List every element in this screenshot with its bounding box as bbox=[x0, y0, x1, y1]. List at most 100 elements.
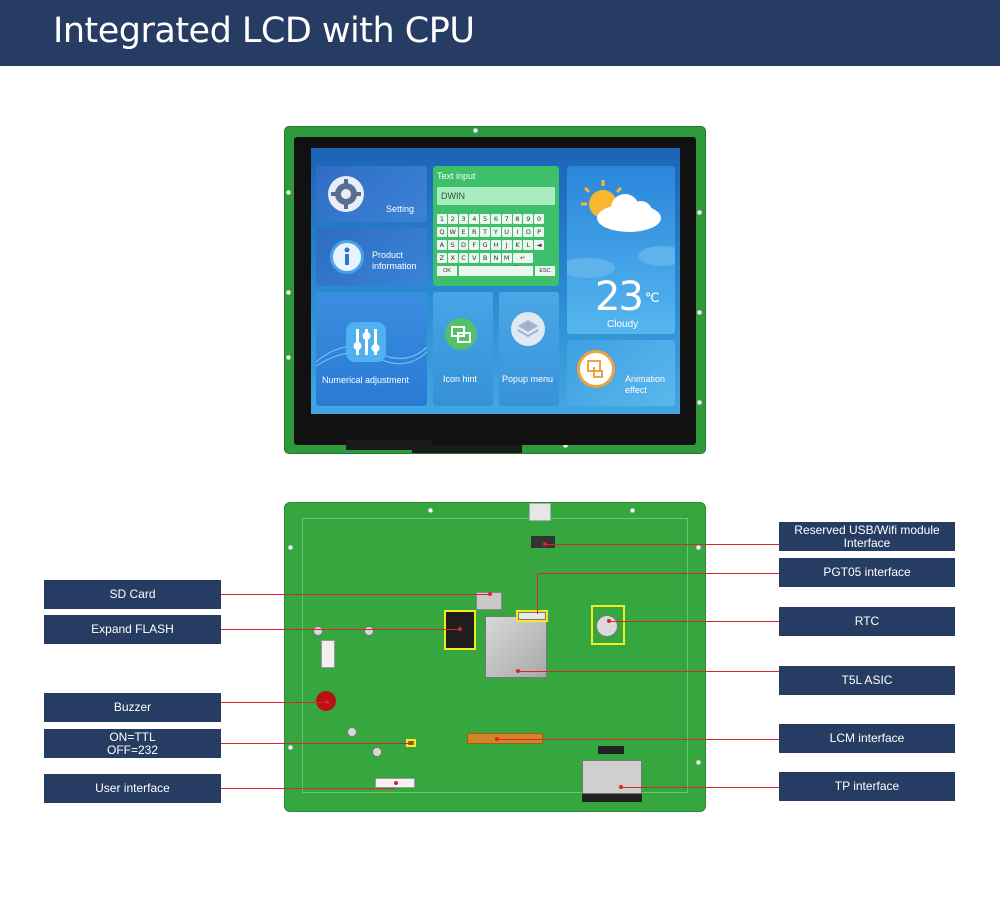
text-input-field: DWIN bbox=[437, 187, 555, 205]
slider-icon bbox=[346, 322, 386, 362]
key-ok: OK bbox=[437, 266, 457, 276]
callout-t5l-asic: T5L ASIC bbox=[779, 666, 955, 695]
callout-reserved-usb-wifi: Reserved USB/Wifi module Interface bbox=[779, 522, 955, 551]
leader-dot bbox=[619, 785, 623, 789]
header-bar: Integrated LCD with CPU bbox=[0, 0, 1000, 66]
sun-cloud-icon bbox=[581, 180, 661, 232]
pcb-hole bbox=[428, 508, 433, 513]
pcb-hole bbox=[288, 745, 293, 750]
tile-setting-label: Setting bbox=[386, 204, 415, 214]
antenna-pad bbox=[529, 503, 551, 521]
pcb-outline bbox=[302, 518, 688, 793]
key-space bbox=[459, 266, 533, 276]
rtc-battery bbox=[596, 615, 618, 637]
leader-line bbox=[221, 702, 327, 703]
lcd-flex-tab bbox=[346, 440, 432, 450]
tile-animation-effect: Animation effect bbox=[567, 340, 675, 406]
tp-connector-latch bbox=[582, 794, 642, 802]
leader-dot bbox=[495, 737, 499, 741]
flash-highlight bbox=[444, 610, 476, 650]
gear-icon bbox=[328, 176, 364, 212]
tile-icon-hint: Icon hint bbox=[433, 292, 493, 406]
callout-rtc: RTC bbox=[779, 607, 955, 636]
weather-condition: Cloudy bbox=[607, 319, 639, 330]
capacitor bbox=[364, 626, 374, 636]
leader-dot bbox=[325, 700, 329, 704]
pcb-hole bbox=[288, 545, 293, 550]
page-title: Integrated LCD with CPU bbox=[53, 11, 475, 51]
leader-line bbox=[621, 787, 779, 788]
callout-on-off: ON=TTL OFF=232 bbox=[44, 729, 221, 758]
tile-animation-label: Animation effect bbox=[625, 374, 666, 395]
mount-hole bbox=[473, 128, 478, 133]
keyboard-bottom-row: OK ESC bbox=[437, 266, 555, 276]
mount-hole bbox=[697, 310, 702, 315]
leader-line bbox=[497, 739, 779, 740]
leader-line bbox=[221, 788, 396, 789]
leader-line bbox=[537, 573, 779, 574]
callout-lcm-interface: LCM interface bbox=[779, 724, 955, 753]
lcm-connector bbox=[467, 733, 543, 744]
mount-hole bbox=[286, 290, 291, 295]
tile-product-information: Product information bbox=[316, 228, 427, 286]
temperature-unit: ℃ bbox=[645, 290, 660, 305]
pcb-hole bbox=[630, 508, 635, 513]
callout-user-interface: User interface bbox=[44, 774, 221, 803]
callout-tp-interface: TP interface bbox=[779, 772, 955, 801]
window-icon bbox=[445, 318, 477, 350]
leader-dot bbox=[607, 619, 611, 623]
connector-white bbox=[321, 640, 335, 668]
rtc-highlight bbox=[591, 605, 625, 645]
capacitor bbox=[347, 727, 357, 737]
lcd-flex-tab bbox=[412, 445, 522, 453]
mount-hole bbox=[697, 400, 702, 405]
lcd-screen: Setting Product information Numerical ad… bbox=[311, 148, 680, 414]
mount-hole bbox=[286, 190, 291, 195]
temperature-value: 23 bbox=[595, 274, 644, 320]
leader-dot bbox=[458, 627, 462, 631]
leader-dot bbox=[488, 592, 492, 596]
pgt05-header bbox=[518, 612, 546, 620]
tile-popup-menu: Popup menu bbox=[499, 292, 559, 406]
leader-line bbox=[221, 743, 411, 744]
leader-line bbox=[609, 621, 779, 622]
tile-popup-menu-label: Popup menu bbox=[502, 374, 554, 384]
mount-hole bbox=[286, 355, 291, 360]
layers-icon bbox=[511, 312, 545, 346]
info-icon bbox=[330, 240, 364, 274]
tile-product-label: Product information bbox=[372, 250, 417, 271]
callout-sd-card: SD Card bbox=[44, 580, 221, 609]
leader-line bbox=[545, 544, 779, 545]
tile-numerical-label: Numerical adjustment bbox=[322, 375, 410, 385]
leader-dot bbox=[409, 741, 413, 745]
leader-dot bbox=[394, 781, 398, 785]
callout-expand-flash: Expand FLASH bbox=[44, 615, 221, 644]
mount-hole bbox=[697, 210, 702, 215]
tile-text-input-title: Text input bbox=[437, 171, 476, 181]
hand-icon bbox=[577, 350, 615, 388]
capacitor bbox=[313, 626, 323, 636]
leader-line bbox=[221, 629, 460, 630]
leader-line bbox=[537, 573, 538, 614]
leader-line bbox=[518, 671, 779, 672]
tile-numerical-adjustment: Numerical adjustment bbox=[316, 292, 427, 406]
pgt05-highlight bbox=[516, 610, 548, 622]
tile-weather: 23 ℃ Cloudy bbox=[567, 166, 675, 334]
t5l-asic-chip bbox=[485, 616, 547, 678]
capacitor bbox=[372, 747, 382, 757]
pcb-hole bbox=[696, 760, 701, 765]
callout-buzzer: Buzzer bbox=[44, 693, 221, 722]
pcb-hole bbox=[696, 545, 701, 550]
callout-pgt05: PGT05 interface bbox=[779, 558, 955, 587]
leader-line bbox=[221, 594, 490, 595]
key-esc: ESC bbox=[535, 266, 555, 276]
tile-setting: Setting bbox=[316, 166, 427, 222]
small-connector bbox=[598, 746, 624, 754]
tp-connector bbox=[582, 760, 642, 794]
leader-dot bbox=[516, 669, 520, 673]
